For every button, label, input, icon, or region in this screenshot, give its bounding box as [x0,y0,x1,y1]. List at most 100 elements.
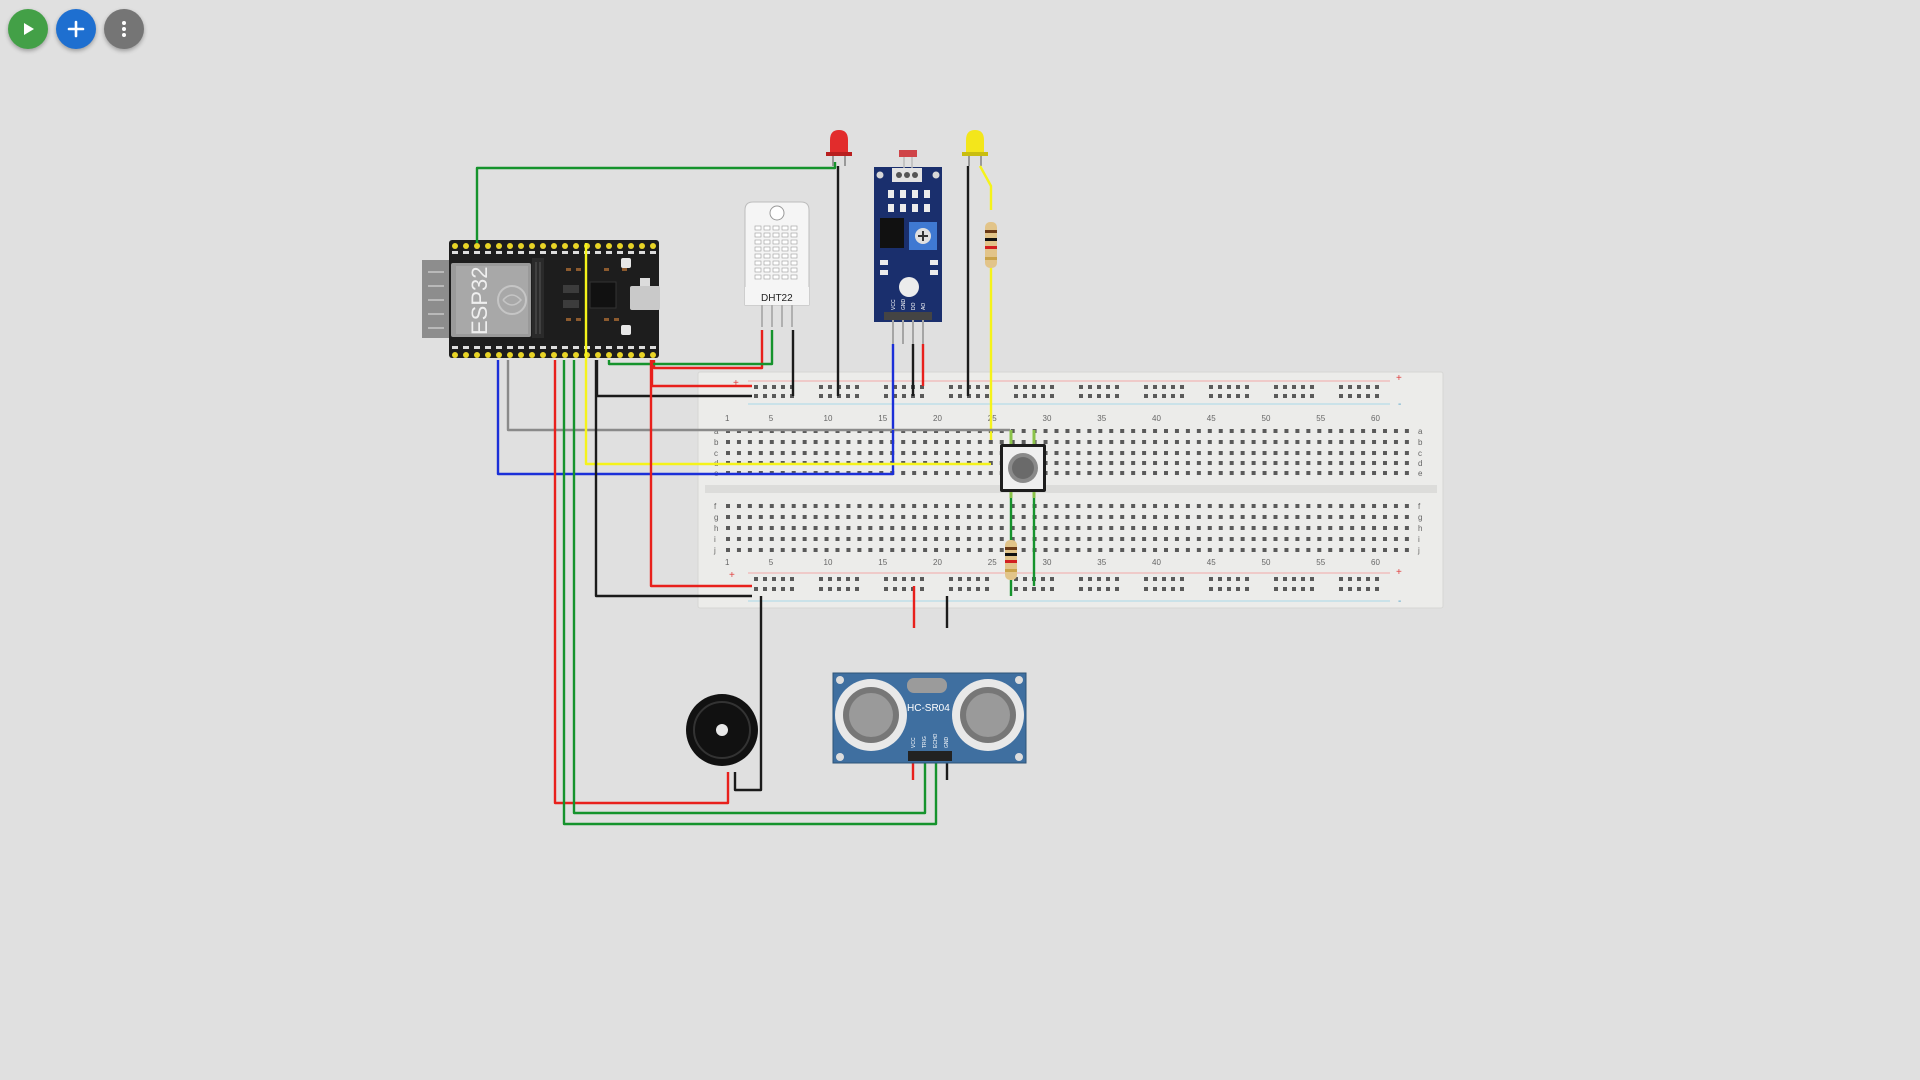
breadboard-hole[interactable] [977,504,982,508]
breadboard-hole[interactable] [726,440,730,444]
breadboard-hole[interactable] [802,504,807,508]
breadboard-hole[interactable] [879,515,884,519]
breadboard-hole[interactable] [1240,548,1245,552]
breadboard-hole[interactable] [1240,471,1245,475]
breadboard-hole[interactable] [758,515,763,519]
esp32-pin[interactable] [452,352,458,358]
breadboard-hole[interactable] [1284,471,1289,475]
breadboard-hole[interactable] [1196,461,1201,465]
breadboard-hole[interactable] [1207,548,1212,552]
breadboard-hole[interactable] [747,451,752,455]
breadboard-hole[interactable] [1383,471,1387,475]
rail-hole[interactable] [920,577,924,581]
breadboard-hole[interactable] [1142,504,1147,508]
breadboard-hole[interactable] [736,504,741,508]
rail-hole[interactable] [1106,394,1110,398]
rail-hole[interactable] [1339,577,1343,581]
breadboard-hole[interactable] [1295,429,1300,433]
rail-hole[interactable] [884,385,888,389]
push-button[interactable] [1000,430,1046,498]
breadboard-hole[interactable] [1306,504,1311,508]
breadboard-hole[interactable] [1306,515,1311,519]
breadboard-hole[interactable] [999,537,1004,541]
esp32-pin[interactable] [529,352,535,358]
rail-hole[interactable] [790,577,794,581]
breadboard-hole[interactable] [780,515,785,519]
breadboard-hole[interactable] [966,451,971,455]
rail-hole[interactable] [819,394,823,398]
breadboard-hole[interactable] [1361,429,1366,433]
yellow-led[interactable] [962,130,988,166]
breadboard-hole[interactable] [912,504,917,508]
breadboard-hole[interactable] [1218,537,1223,541]
rail-hole[interactable] [1041,577,1045,581]
breadboard-hole[interactable] [901,537,906,541]
breadboard-hole[interactable] [1164,471,1168,475]
breadboard-hole[interactable] [890,504,895,508]
breadboard-hole[interactable] [846,537,851,541]
breadboard-hole[interactable] [955,515,960,519]
rail-hole[interactable] [1032,394,1036,398]
breadboard-hole[interactable] [1251,548,1256,552]
more-options-button[interactable] [104,9,144,49]
breadboard-hole[interactable] [1240,451,1245,455]
breadboard-hole[interactable] [1361,515,1366,519]
breadboard-hole[interactable] [945,504,949,508]
rail-hole[interactable] [781,577,785,581]
breadboard-hole[interactable] [945,451,949,455]
breadboard-hole[interactable] [966,537,971,541]
breadboard-hole[interactable] [1120,548,1125,552]
rail-hole[interactable] [1357,577,1361,581]
breadboard-hole[interactable] [988,471,993,475]
rail-hole[interactable] [893,385,897,389]
breadboard-hole[interactable] [835,548,840,552]
rail-hole[interactable] [772,385,776,389]
rail-hole[interactable] [772,577,776,581]
breadboard-hole[interactable] [988,526,993,530]
breadboard-hole[interactable] [966,526,971,530]
breadboard-hole[interactable] [1065,429,1070,433]
rail-hole[interactable] [1236,577,1240,581]
breadboard-hole[interactable] [868,515,873,519]
breadboard-hole[interactable] [1043,429,1048,433]
rail-hole[interactable] [1032,385,1036,389]
breadboard-hole[interactable] [802,515,807,519]
breadboard-hole[interactable] [890,526,895,530]
rail-hole[interactable] [1218,385,1222,389]
rail-hole[interactable] [976,385,980,389]
esp32-pin[interactable] [573,243,579,249]
breadboard-hole[interactable] [999,526,1004,530]
rail-hole[interactable] [1097,587,1101,591]
rail-hole[interactable] [958,587,962,591]
rail-hole[interactable] [1171,394,1175,398]
breadboard-hole[interactable] [1306,471,1311,475]
rail-hole[interactable] [958,385,962,389]
breadboard-hole[interactable] [1372,515,1377,519]
breadboard-hole[interactable] [868,526,873,530]
breadboard-hole[interactable] [1229,461,1234,465]
breadboard-hole[interactable] [923,440,928,444]
breadboard-hole[interactable] [1185,451,1190,455]
breadboard-hole[interactable] [1076,451,1081,455]
rail-hole[interactable] [1153,394,1157,398]
breadboard-hole[interactable] [1065,537,1070,541]
breadboard-hole[interactable] [1098,471,1103,475]
breadboard-hole[interactable] [846,548,851,552]
breadboard-hole[interactable] [1087,440,1092,444]
breadboard-hole[interactable] [758,548,763,552]
breadboard-hole[interactable] [1010,429,1015,433]
esp32-pin[interactable] [650,352,656,358]
rail-hole[interactable] [1079,385,1083,389]
rail-hole[interactable] [1375,394,1379,398]
breadboard-hole[interactable] [1404,515,1409,519]
breadboard-hole[interactable] [726,526,730,530]
rail-hole[interactable] [1245,385,1249,389]
breadboard-hole[interactable] [1087,461,1092,465]
breadboard-hole[interactable] [1153,504,1158,508]
breadboard-hole[interactable] [1153,548,1158,552]
breadboard-hole[interactable] [1317,526,1322,530]
breadboard-hole[interactable] [1098,515,1103,519]
breadboard-hole[interactable] [1383,537,1387,541]
breadboard-hole[interactable] [1043,537,1048,541]
